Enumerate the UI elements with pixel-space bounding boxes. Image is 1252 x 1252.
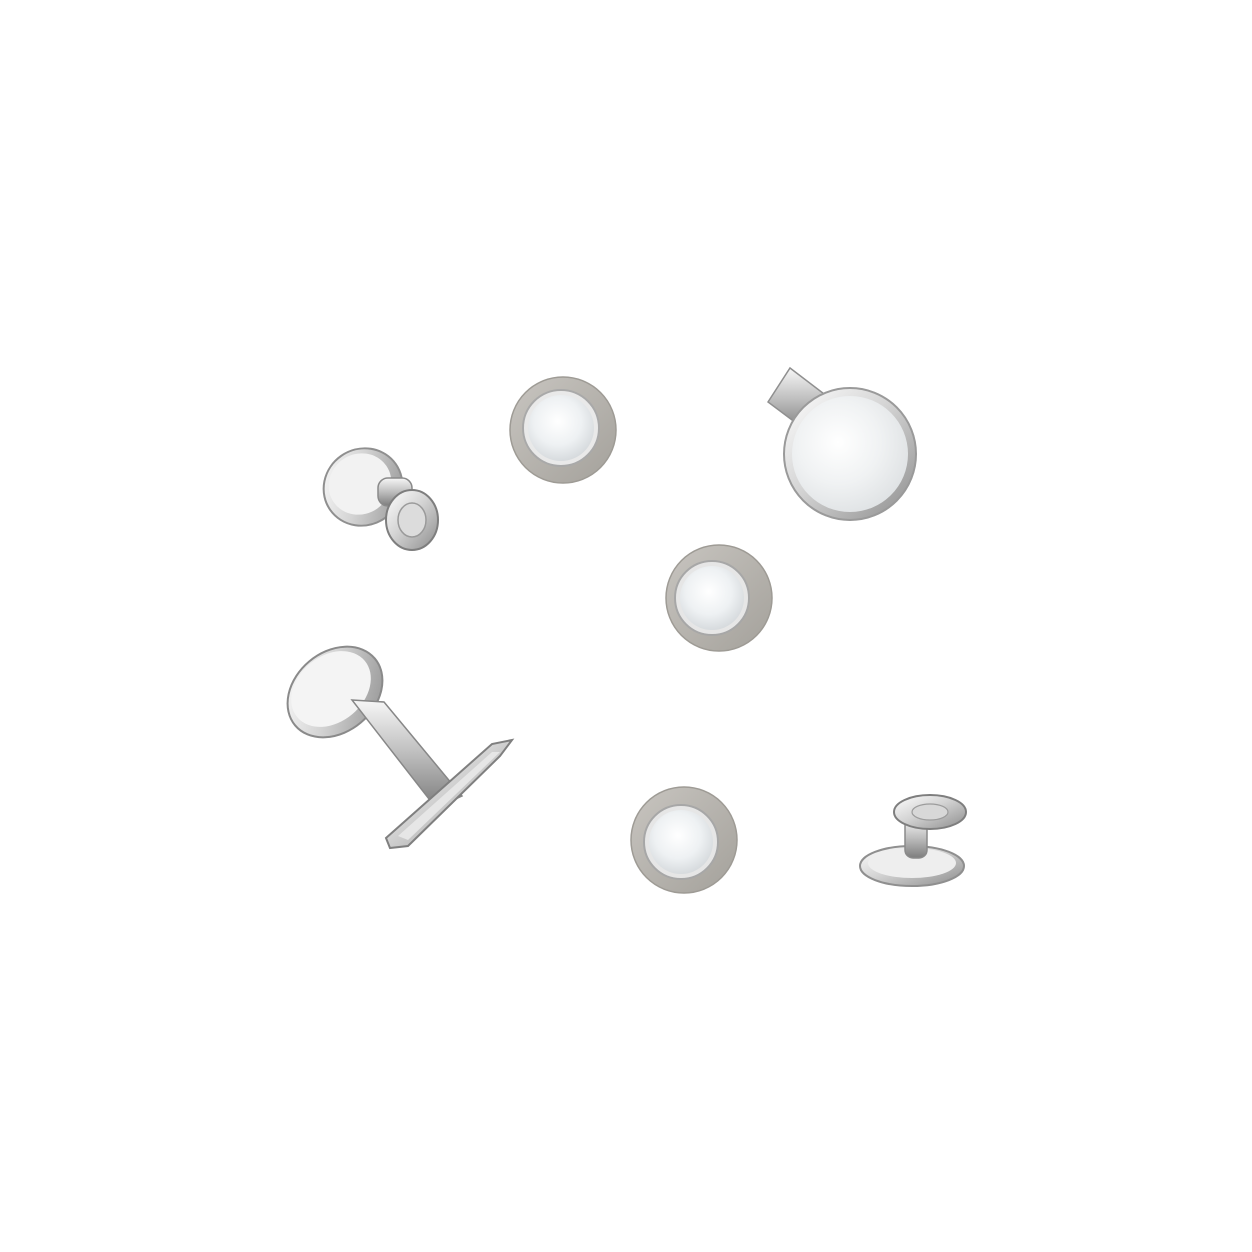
pearl-cufflink-top-right [766, 366, 917, 521]
cufflink-bottom-left [286, 645, 515, 850]
dress-stud-top-left [322, 447, 439, 551]
pearl-stud-bottom [630, 786, 738, 894]
pearl-stud-top [509, 376, 617, 484]
pearl-stud-center [665, 544, 773, 652]
dress-stud-bottom-right [859, 794, 967, 887]
